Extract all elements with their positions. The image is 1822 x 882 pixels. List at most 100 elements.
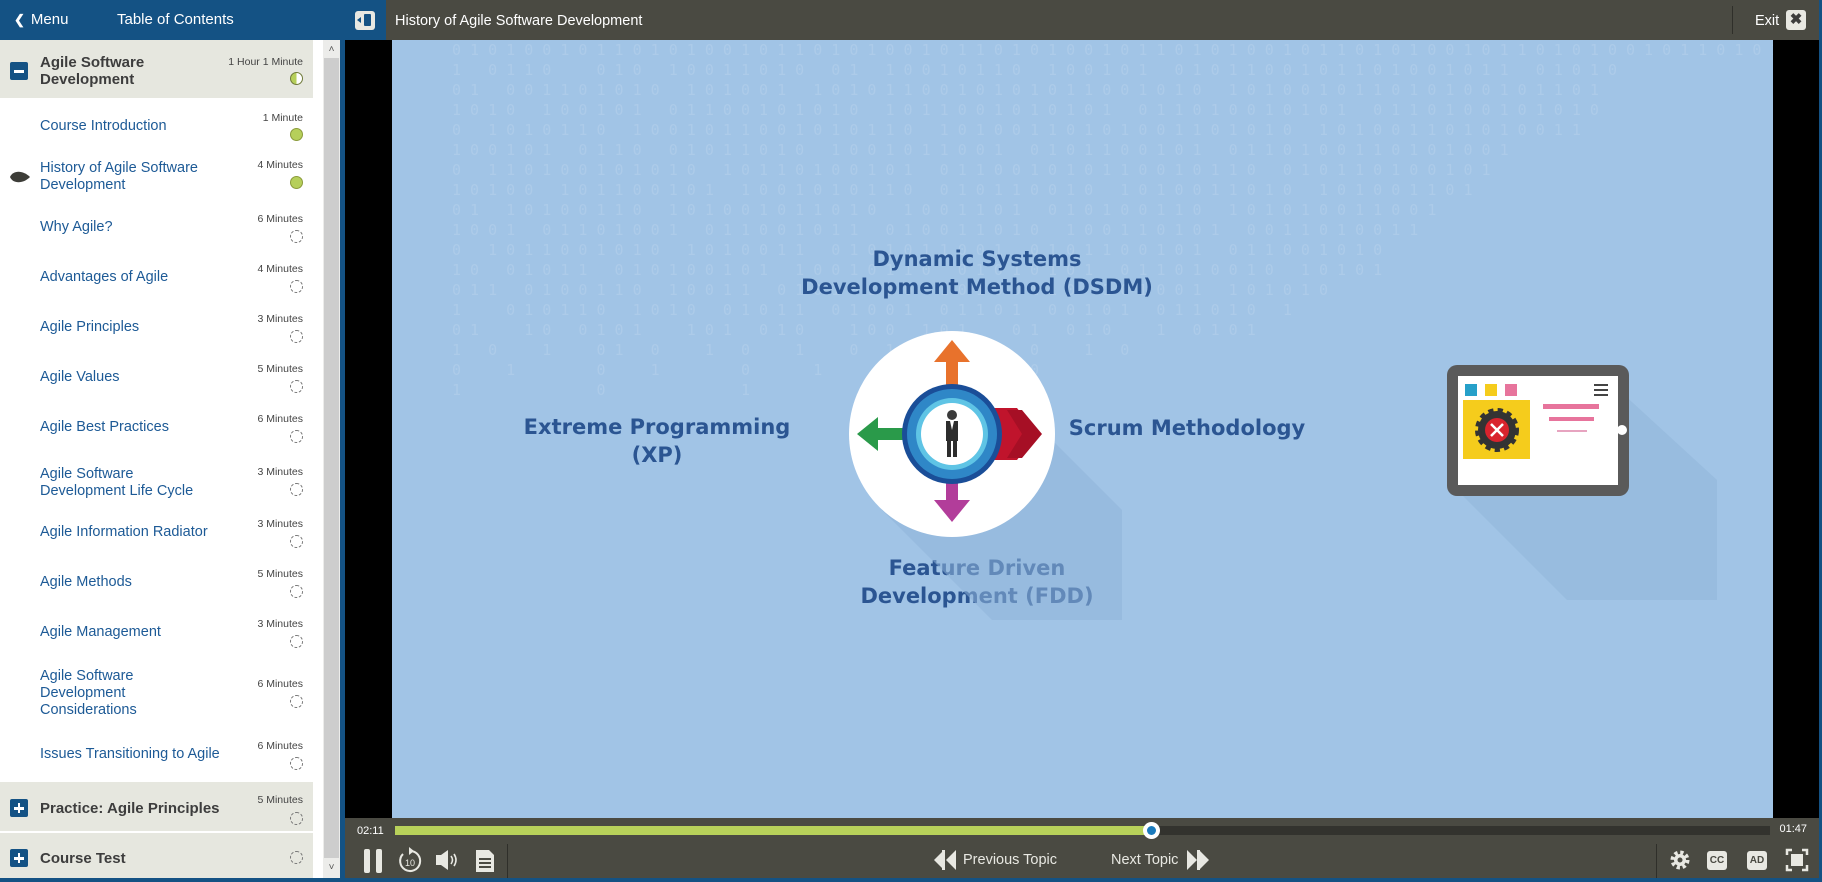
xp-label: Extreme Programming (XP) (523, 415, 791, 467)
progress-area: 02:11 01:47 (345, 818, 1819, 842)
toc-item-agile-methods[interactable]: Agile Methods 5 Minutes (0, 560, 313, 610)
item-duration: 3 Minutes (257, 518, 303, 530)
not-started-icon (290, 585, 303, 598)
fullscreen-icon[interactable] (1785, 842, 1809, 878)
transcript-icon[interactable] (473, 842, 497, 878)
item-duration: 6 Minutes (257, 413, 303, 425)
not-started-icon (290, 851, 303, 864)
toc-item-advantages-of-agile[interactable]: Advantages of Agile 4 Minutes (0, 255, 313, 305)
sidebar-header: ❮ Menu Table of Contents (0, 0, 386, 40)
toc-section-practice-agile-principles[interactable]: Practice: Agile Principles 5 Minutes (0, 782, 313, 833)
toc-item-agile-principles[interactable]: Agile Principles 3 Minutes (0, 305, 313, 355)
volume-icon[interactable] (433, 842, 463, 878)
section-title: Course Test (40, 850, 126, 867)
toc-item-label[interactable]: Agile Information Radiator (40, 524, 208, 540)
toc-item-label[interactable]: Course Introduction (40, 118, 167, 134)
item-duration: 5 Minutes (257, 568, 303, 580)
not-started-icon (290, 330, 303, 343)
item-duration: 6 Minutes (257, 678, 303, 690)
item-duration: 3 Minutes (257, 618, 303, 630)
seek-knob[interactable] (1143, 822, 1161, 839)
toc-item-label[interactable]: Issues Transitioning to Agile (40, 746, 220, 762)
toc-item-issues-transitioning[interactable]: Issues Transitioning to Agile 6 Minutes (0, 730, 313, 782)
item-duration: 4 Minutes (257, 159, 303, 171)
expand-section-icon[interactable] (10, 799, 28, 817)
toc-item-label[interactable]: Agile Values (40, 369, 120, 385)
collapse-sidebar-icon[interactable] (355, 11, 375, 30)
scrum-label: Scrum Methodology (1068, 416, 1306, 440)
current-topic-marker-icon (10, 171, 30, 183)
menu-button[interactable]: ❮ Menu (14, 11, 68, 28)
divider (507, 844, 508, 878)
item-duration: 1 Minute (262, 112, 303, 124)
item-duration: 6 Minutes (257, 213, 303, 225)
toc-section-course-test[interactable]: Course Test (0, 833, 313, 878)
player-title-bar: History of Agile Software Development Ex… (386, 0, 1819, 40)
rewind-10-icon[interactable]: 10 (395, 842, 425, 878)
player-controls: 10 Previous Topic Next Topic (345, 842, 1819, 878)
toc-item-agile-best-practices[interactable]: Agile Best Practices 6 Minutes (0, 405, 313, 457)
toc-title: Table of Contents (117, 11, 234, 28)
exit-button[interactable]: Exit (1755, 13, 1780, 29)
scroll-down-icon[interactable]: ˅ (328, 862, 335, 873)
item-duration: 4 Minutes (257, 263, 303, 275)
seek-bar[interactable] (395, 822, 1770, 839)
next-topic-button[interactable]: Next Topic (1111, 852, 1179, 868)
previous-topic-button[interactable]: Previous Topic (963, 852, 1058, 868)
not-started-icon (290, 695, 303, 708)
svg-text:10: 10 (405, 858, 415, 868)
toc-item-label[interactable]: Advantages of Agile (40, 269, 169, 285)
toc-list: Agile Software Development 1 Hour 1 Minu… (0, 40, 313, 878)
toc-item-label[interactable]: Agile Principles (40, 319, 140, 335)
window-bottom-border (0, 878, 1822, 882)
item-duration: 3 Minutes (257, 466, 303, 478)
gear-icon[interactable] (1667, 842, 1693, 878)
dsdm-label: Dynamic Systems Development Method (DSDM… (801, 247, 1153, 299)
toc-item-agile-sd-considerations[interactable]: Agile Software Development Consideration… (0, 660, 313, 730)
not-started-icon (290, 230, 303, 243)
toc-item-history-of-agile[interactable]: History of Agile Software Development 4 … (0, 150, 313, 205)
previous-topic-icon[interactable] (932, 842, 960, 878)
chevron-left-icon: ❮ (14, 11, 25, 27)
section-duration: 5 Minutes (257, 794, 303, 806)
expand-section-icon[interactable] (10, 849, 28, 867)
next-topic-icon[interactable] (1183, 842, 1211, 878)
toc-item-agile-information-radiator[interactable]: Agile Information Radiator 3 Minutes (0, 510, 313, 560)
close-icon[interactable]: ✖ (1786, 10, 1806, 30)
closed-captions-button[interactable]: CC (1707, 851, 1727, 870)
sidebar-border (340, 40, 345, 882)
toc-section-agile-software-development[interactable]: Agile Software Development 1 Hour 1 Minu… (0, 40, 313, 100)
scroll-up-icon[interactable]: ˄ (328, 44, 335, 55)
toc-item-agile-sdlc[interactable]: Agile Software Development Life Cycle 3 … (0, 457, 313, 510)
item-duration: 6 Minutes (257, 740, 303, 752)
complete-icon (290, 128, 303, 141)
video-area[interactable]: 0 1 0 1 0 0 1 0 1 1 0 1 0 1 0 0 1 0 1 1 … (345, 40, 1819, 818)
remaining-time: 01:47 (1779, 823, 1807, 835)
item-duration: 3 Minutes (257, 313, 303, 325)
toc-item-agile-management[interactable]: Agile Management 3 Minutes (0, 610, 313, 660)
section-title: Agile Software Development (40, 54, 145, 88)
toc-item-label[interactable]: Agile Management (40, 624, 161, 640)
not-started-icon (290, 757, 303, 770)
toc-item-label[interactable]: Why Agile? (40, 219, 113, 235)
toc-item-label[interactable]: Agile Methods (40, 574, 132, 590)
agile-methods-diagram-icon (849, 331, 1122, 620)
audio-description-button[interactable]: AD (1747, 851, 1767, 870)
section-duration: 1 Hour 1 Minute (228, 56, 303, 68)
sidebar-scrollbar-thumb[interactable] (324, 58, 339, 858)
toc-item-agile-values[interactable]: Agile Values 5 Minutes (0, 355, 313, 405)
toc-item-course-introduction[interactable]: Course Introduction 1 Minute (0, 100, 313, 150)
section-title: Practice: Agile Principles (40, 800, 220, 817)
collapse-section-icon[interactable] (10, 62, 28, 80)
not-started-icon (290, 280, 303, 293)
toc-item-why-agile[interactable]: Why Agile? 6 Minutes (0, 205, 313, 255)
pause-icon[interactable] (361, 842, 385, 878)
toc-item-label[interactable]: History of Agile Software Development (40, 160, 198, 193)
toc-item-label[interactable]: Agile Software Development Consideration… (40, 668, 137, 718)
tablet-illustration-icon (1447, 365, 1717, 600)
binary-background: 0 1 0 1 0 0 1 0 1 1 0 1 0 1 0 0 1 0 1 1 … (452, 41, 1773, 139)
partial-progress-icon (290, 72, 303, 85)
toc-item-label[interactable]: Agile Best Practices (40, 419, 169, 435)
toc-item-label[interactable]: Agile Software Development Life Cycle (40, 466, 194, 499)
